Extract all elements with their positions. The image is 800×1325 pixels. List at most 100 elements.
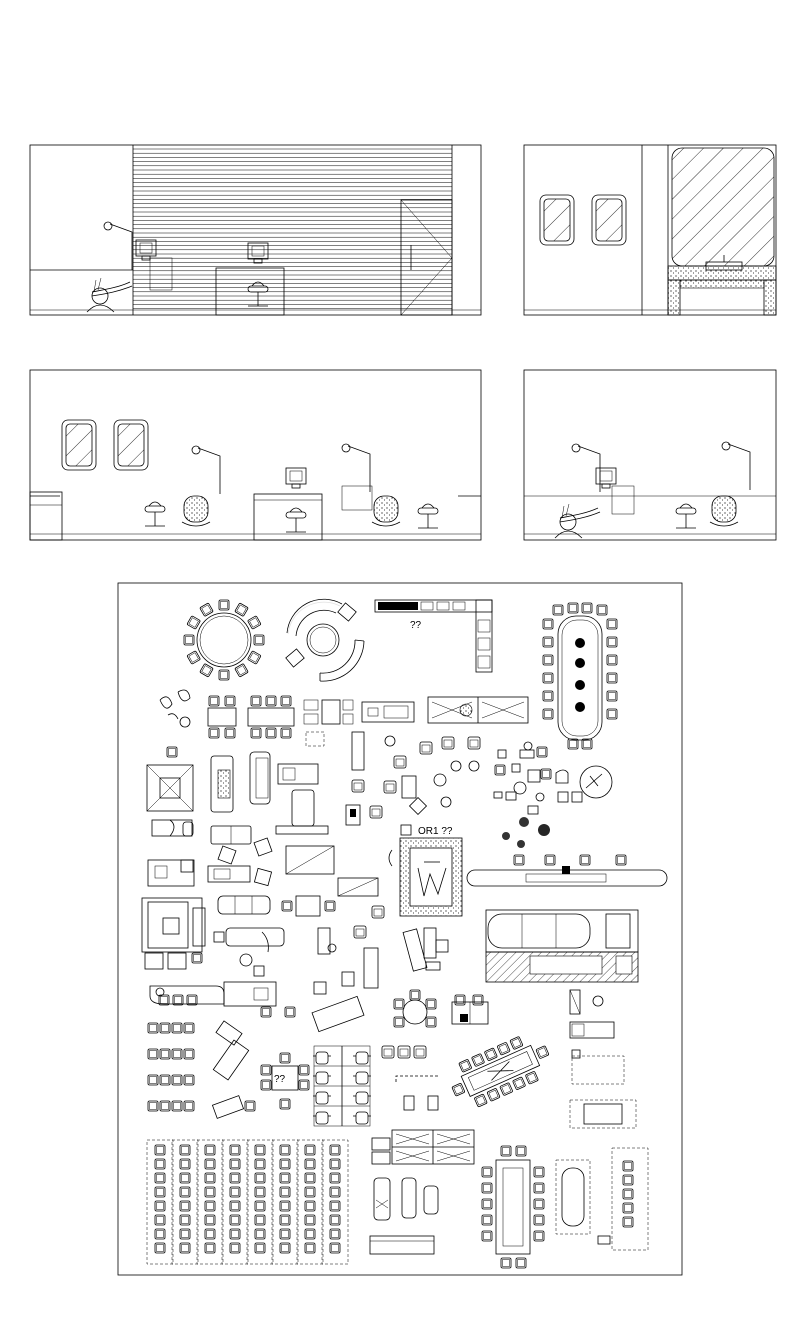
long-boardroom-table	[481, 1145, 545, 1269]
elevation-panel-1	[29, 144, 482, 316]
bed-units-small	[311, 971, 365, 1033]
day-bed	[151, 819, 194, 837]
chair	[581, 738, 593, 750]
chair	[183, 634, 195, 646]
side-chair-column	[611, 1147, 649, 1251]
or-room-label: OR1 ??	[418, 826, 453, 837]
beds-pair	[451, 994, 489, 1025]
sofa-with-person	[213, 927, 285, 953]
chair	[186, 650, 201, 665]
computer-desk	[215, 242, 285, 316]
auditorium-rows	[148, 1023, 194, 1111]
chair	[542, 654, 554, 666]
chair	[606, 708, 618, 720]
round-table-curved-sofa	[285, 598, 365, 682]
reception-desk-l: ??	[374, 599, 493, 673]
elevation-panel-3	[29, 369, 482, 541]
misc-figures	[159, 689, 191, 728]
chair	[542, 708, 554, 720]
operating-room-plan: OR1 ??	[388, 824, 463, 917]
theater-seating	[147, 1140, 348, 1264]
tea-table-set	[281, 895, 336, 917]
armchair-singles	[317, 905, 385, 989]
round-table-12-seat	[183, 599, 265, 681]
door	[400, 199, 453, 316]
corner-counter	[395, 1075, 440, 1111]
executive-desk	[402, 927, 449, 972]
office-desk-set	[223, 953, 296, 1018]
mirror-glazing	[671, 147, 775, 267]
chair	[247, 615, 262, 630]
side-desk	[207, 865, 251, 883]
chair	[542, 672, 554, 684]
chair	[542, 690, 554, 702]
chair	[606, 672, 618, 684]
double-bed-units	[427, 696, 529, 724]
bedroom-block	[141, 897, 206, 970]
curved-sofa	[149, 985, 225, 1006]
desk-note-label: ??	[410, 620, 422, 631]
cabinet	[29, 491, 63, 541]
chair	[606, 618, 618, 630]
chair	[199, 602, 214, 617]
table-6-seat: ??	[260, 1052, 310, 1110]
armchairs-row	[381, 1045, 427, 1059]
window	[113, 419, 149, 471]
dental-unit	[86, 221, 173, 313]
corner-sofa	[211, 1020, 256, 1119]
chair	[567, 602, 579, 614]
work-desk-small	[147, 859, 195, 887]
chair	[199, 663, 214, 678]
chair	[253, 634, 265, 646]
desk-unit	[361, 701, 415, 723]
window-units	[371, 1129, 475, 1165]
dressing-table	[275, 789, 329, 835]
dental-chairs-plan	[369, 1177, 439, 1255]
chair	[247, 650, 262, 665]
chair	[606, 654, 618, 666]
elevation-panel-2	[523, 144, 777, 316]
small-bed-pieces	[569, 989, 637, 1129]
boardroom-table-16	[542, 602, 618, 750]
chair	[606, 690, 618, 702]
conference-room	[485, 909, 639, 983]
chair	[552, 604, 564, 616]
workstation-cluster	[312, 1045, 372, 1127]
chair	[596, 604, 608, 616]
elevation-panel-4	[523, 369, 777, 541]
small-furniture-cluster	[493, 741, 613, 848]
chair	[186, 615, 201, 630]
plants	[502, 817, 550, 848]
dining-set-6	[247, 695, 295, 739]
bar-counter	[466, 854, 668, 887]
window	[539, 194, 575, 246]
chair	[606, 636, 618, 648]
armchairs-pair	[217, 837, 273, 887]
angled-conference-table	[451, 1035, 550, 1108]
computer-desk	[253, 467, 323, 541]
furniture-block-sheet: ??	[117, 582, 683, 1276]
boat-table	[555, 1159, 611, 1245]
chair	[234, 602, 249, 617]
square-table-4	[303, 699, 354, 725]
round-table-6	[393, 989, 437, 1028]
window	[61, 419, 97, 471]
chair	[542, 636, 554, 648]
chair	[218, 599, 230, 611]
lounge-square	[146, 746, 194, 812]
chair	[581, 602, 593, 614]
wall-cladding	[133, 148, 452, 309]
rectangular-slab	[285, 845, 379, 897]
window	[591, 194, 627, 246]
chair	[234, 663, 249, 678]
table-note-label: ??	[274, 1074, 286, 1085]
sofa-l	[249, 751, 319, 805]
sofa-vertical	[210, 755, 234, 813]
chair	[542, 618, 554, 630]
dining-set-4	[207, 695, 237, 739]
chair	[567, 738, 579, 750]
long-sofa	[217, 895, 271, 915]
sofa-2-seat	[210, 825, 252, 845]
chair	[218, 669, 230, 681]
